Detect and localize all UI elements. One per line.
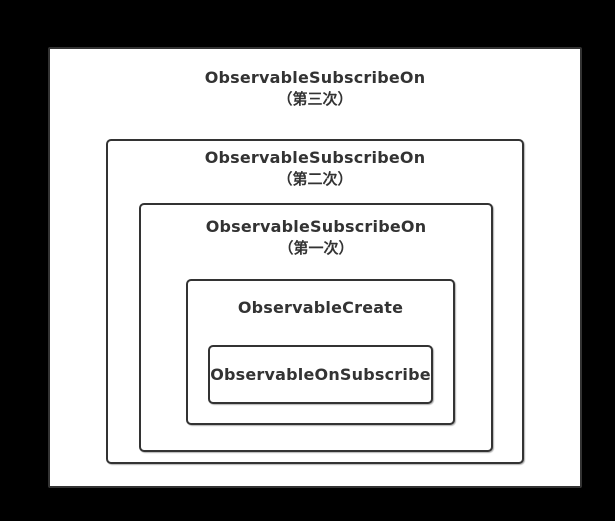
box-subtitle-third: （第三次）: [277, 90, 353, 108]
box-title-first: ObservableSubscribeOn: [205, 217, 427, 236]
box-observable-subscribe-on-first: ObservableSubscribeOn （第一次） ObservableCr…: [139, 203, 493, 452]
box-label-second: ObservableSubscribeOn （第二次）: [108, 147, 522, 189]
box-title-on-subscribe: ObservableOnSubscribe: [210, 364, 431, 384]
box-title-third: ObservableSubscribeOn: [204, 68, 426, 87]
box-title-second: ObservableSubscribeOn: [204, 148, 426, 167]
box-label-create: ObservableCreate: [188, 297, 453, 319]
box-label-third: ObservableSubscribeOn （第三次）: [50, 67, 580, 109]
box-label-first: ObservableSubscribeOn （第一次）: [141, 216, 491, 258]
box-title-create: ObservableCreate: [237, 298, 404, 317]
box-observable-create: ObservableCreate ObservableOnSubscribe: [186, 279, 455, 425]
box-observable-subscribe-on-third: ObservableSubscribeOn （第三次） ObservableSu…: [48, 47, 582, 488]
box-subtitle-first: （第一次）: [278, 239, 354, 257]
box-observable-on-subscribe: ObservableOnSubscribe: [208, 345, 433, 404]
box-label-on-subscribe: ObservableOnSubscribe: [210, 364, 431, 386]
box-observable-subscribe-on-second: ObservableSubscribeOn （第二次） ObservableSu…: [106, 139, 524, 464]
box-subtitle-second: （第二次）: [277, 170, 353, 188]
